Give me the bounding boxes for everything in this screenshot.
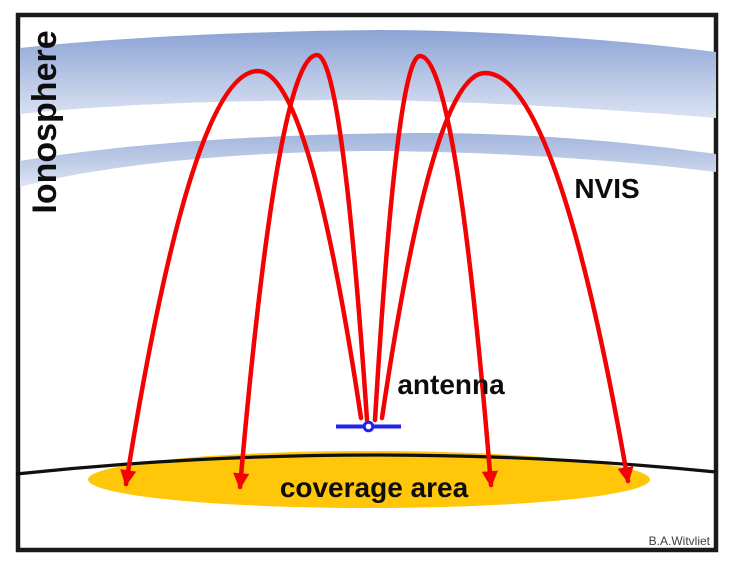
antenna-feedpoint [362,420,375,433]
ionosphere-lower-band [20,133,716,187]
earth-surface-line [15,453,717,476]
coverage-area-label: coverage area [280,472,469,503]
nvis-label: NVIS [574,173,639,204]
skywave-ray-outer-right [379,70,634,484]
skywave-ray-outer-left [120,68,364,487]
attribution-text: B.A.Witvliet [649,534,711,548]
coverage-area-ellipse [88,451,650,508]
ionosphere-upper-band [20,30,716,118]
ionosphere-label: Ionosphere [26,30,64,213]
antenna-label: antenna [397,369,505,400]
skywave-ray-inner-left [233,52,370,490]
antenna-symbol [336,420,401,433]
skywave-rays [120,52,634,490]
skywave-ray-inner-right [372,53,498,488]
